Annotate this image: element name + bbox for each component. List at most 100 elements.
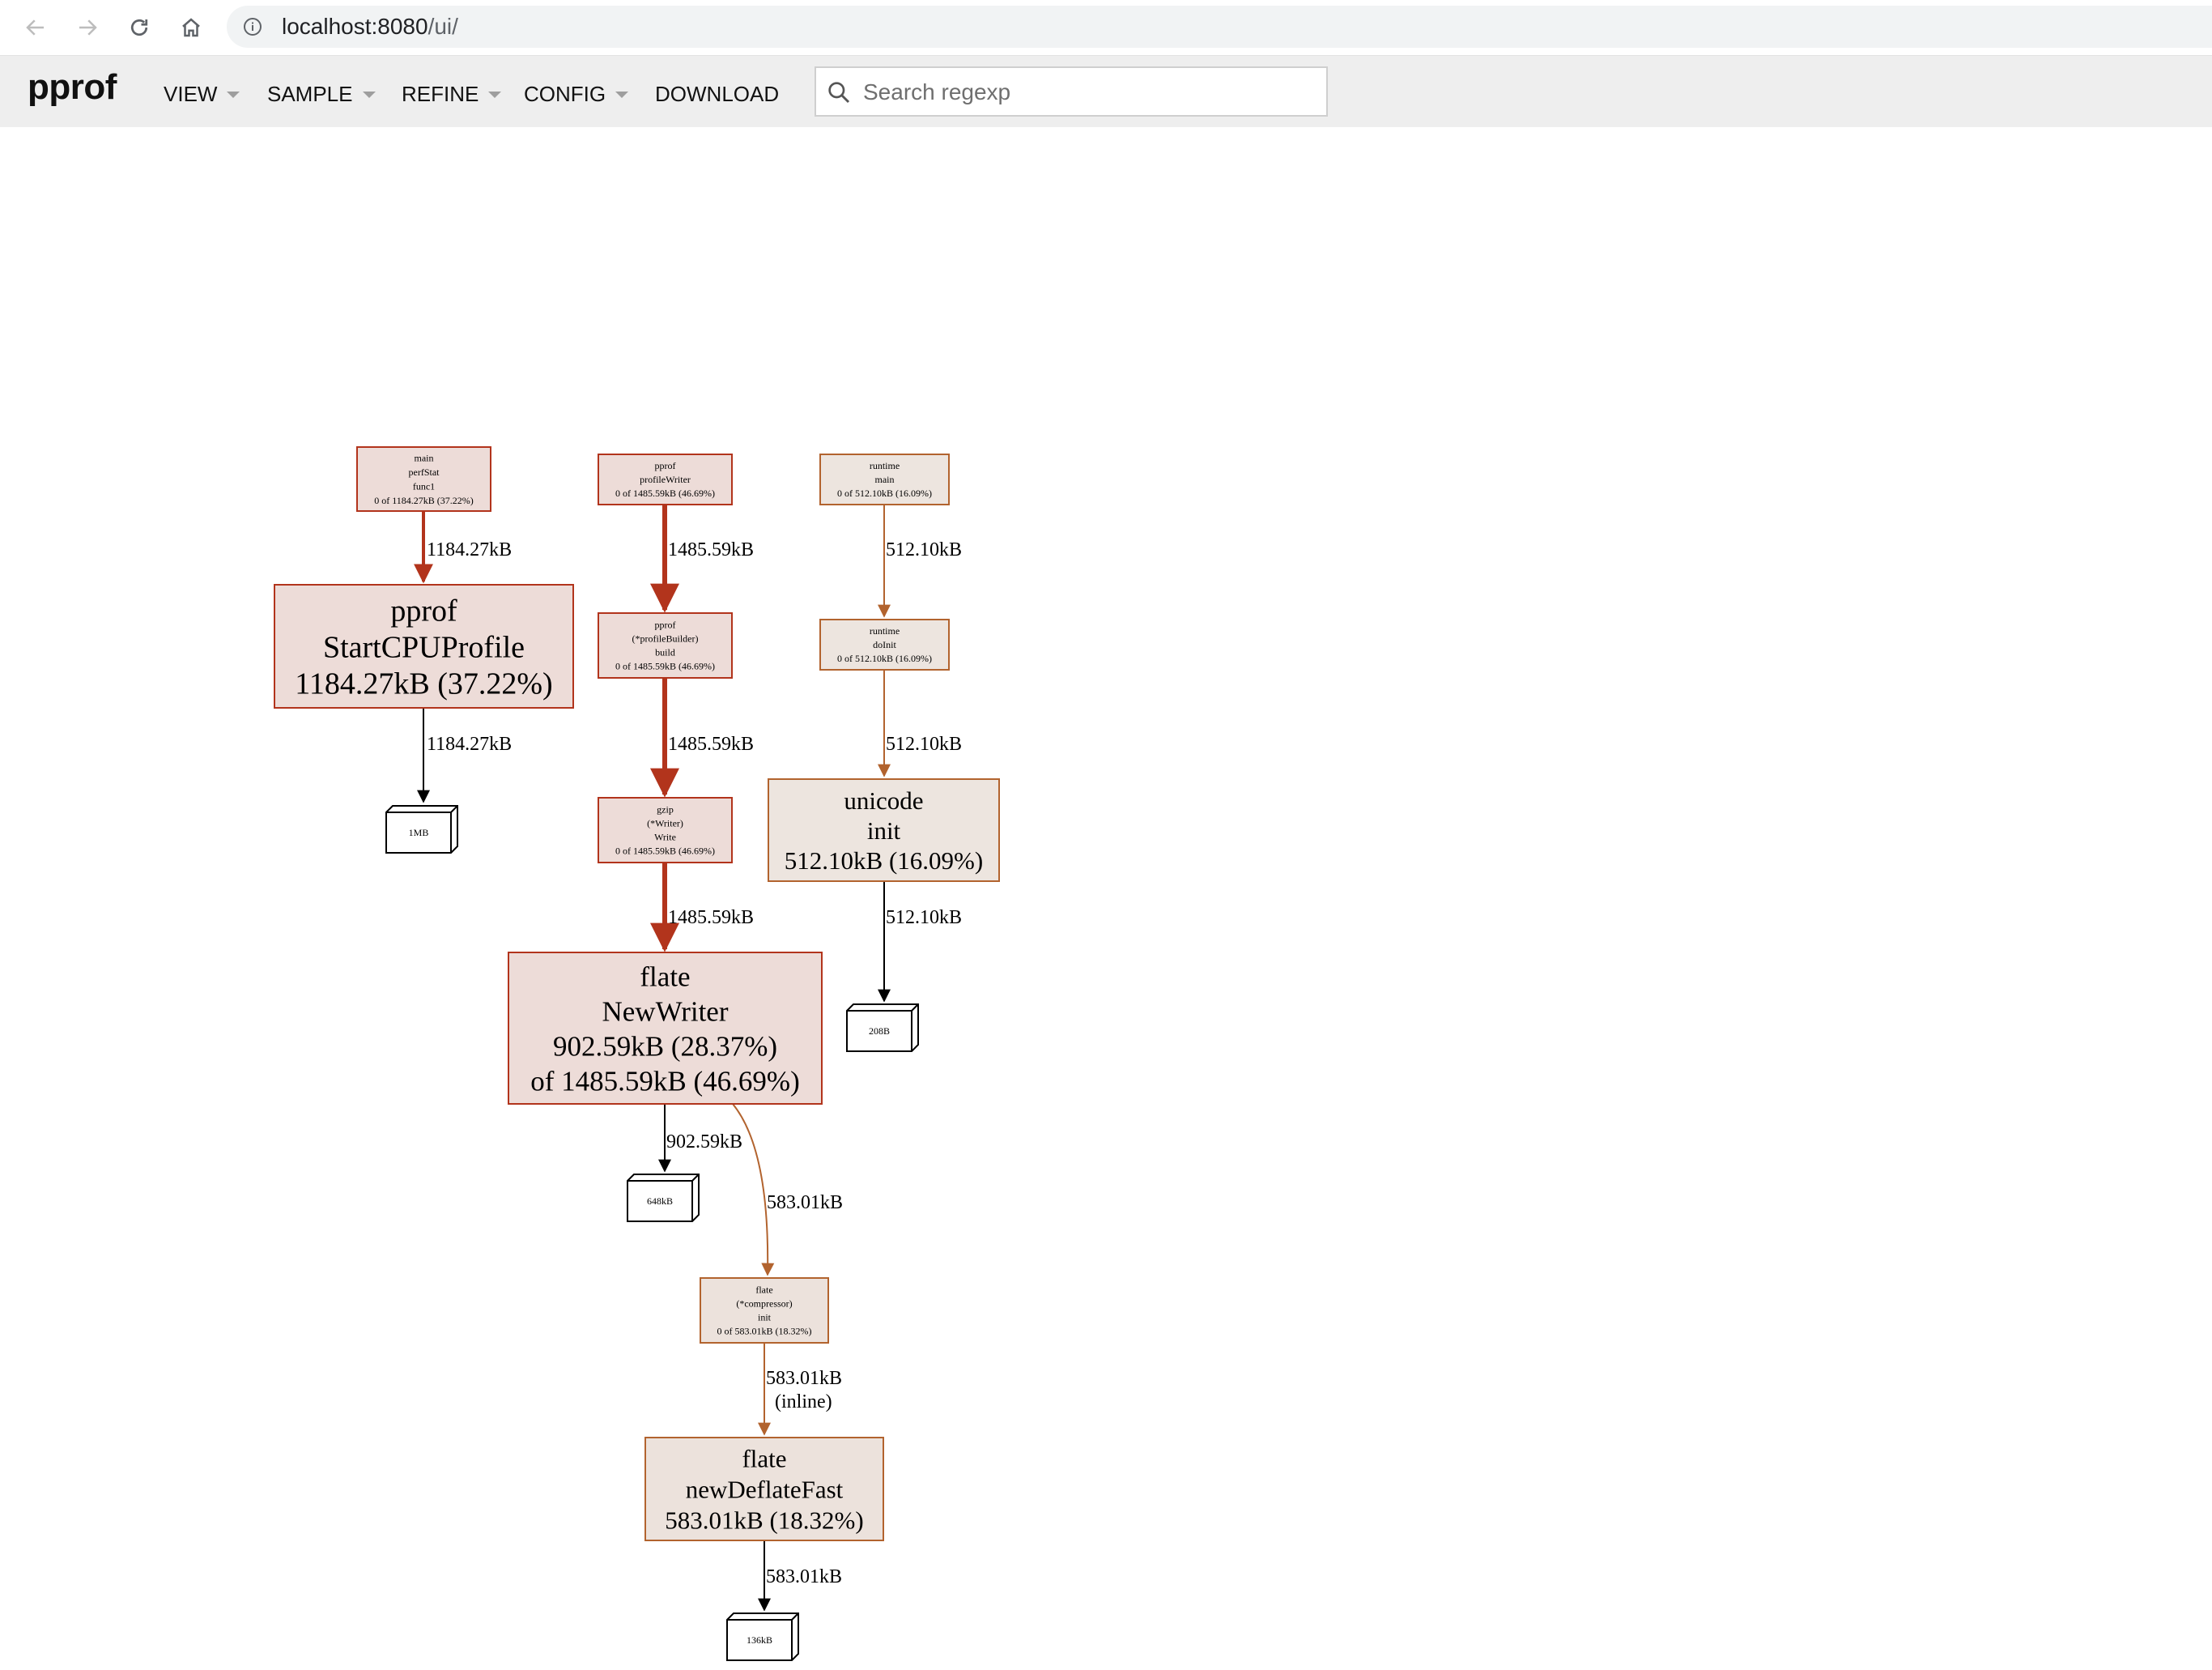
edges-layer: 1184.27kB 1184.27kB 1485.59kB 1485.59kB 1485… — [414, 505, 962, 1612]
graph-edge[interactable]: 583.01kB(inline) — [758, 1343, 842, 1436]
node-label-line: doInit — [873, 639, 896, 650]
url-host: localhost:8080 — [282, 14, 428, 39]
node-label-line: NewWriter — [602, 995, 728, 1027]
home-icon[interactable] — [173, 10, 209, 45]
node-label-line: Write — [654, 832, 676, 843]
allocation-leaf-648kb[interactable]: 648kB — [627, 1174, 700, 1222]
download-menu-label: DOWNLOAD — [655, 82, 780, 106]
node-box — [598, 612, 733, 679]
search-icon — [828, 82, 850, 104]
node-label-line: profileWriter — [640, 474, 691, 485]
cube-edge — [847, 1003, 919, 1051]
graph-edge[interactable]: 902.59kB — [658, 1104, 742, 1173]
config-menu-label: CONFIG — [524, 82, 606, 106]
cube-edge — [386, 805, 458, 853]
edge-label: 512.10kB — [886, 539, 962, 560]
allocation-label: 136kB — [747, 1634, 772, 1646]
edge-label: 1184.27kB — [427, 734, 512, 755]
node-label-line: 583.01kB (18.32%) — [665, 1506, 863, 1534]
node-label-line: flate — [640, 961, 690, 992]
graph-edge[interactable]: 1184.27kB — [414, 511, 512, 584]
pprof-toolbar: pprof VIEW SAMPLE REFINE CONFIG DOWNLOAD — [0, 56, 2212, 127]
edge-line — [732, 1103, 775, 1276]
edge-label: 902.59kB — [666, 1131, 742, 1152]
edge-label: 512.10kB — [886, 907, 962, 928]
cube-edge — [627, 1174, 700, 1221]
node-label-line: runtime — [870, 625, 900, 637]
edge-label: 1184.27kB — [427, 539, 512, 560]
url-text: localhost:8080/ui/ — [282, 14, 458, 40]
graph-edge[interactable]: 512.10kB — [878, 881, 962, 1003]
node-box — [598, 454, 733, 505]
download-menu[interactable]: DOWNLOAD — [655, 82, 779, 107]
graph-edge[interactable]: 583.01kB — [732, 1103, 843, 1276]
edge-label: 1485.59kB — [668, 539, 754, 560]
graph-edge[interactable]: 1485.59kB — [650, 505, 754, 613]
node-box — [768, 778, 1000, 882]
allocation-leaf-1mb[interactable]: 1MB — [385, 805, 458, 854]
search-box[interactable] — [815, 66, 1328, 117]
node-label-line: 0 of 1485.59kB (46.69%) — [615, 488, 715, 499]
refine-menu-label: REFINE — [402, 82, 479, 106]
node-label-line: perfStat — [409, 466, 440, 478]
back-arrow-icon[interactable] — [18, 10, 53, 45]
node-label-line: of 1485.59kB (46.69%) — [530, 1065, 799, 1097]
node-box — [819, 454, 950, 505]
address-bar[interactable]: localhost:8080/ui/ — [227, 6, 2212, 48]
reload-icon[interactable] — [121, 10, 157, 45]
cube-edge — [727, 1612, 799, 1660]
pprof-logo[interactable]: pprof — [28, 67, 117, 107]
sample-menu-label: SAMPLE — [267, 82, 353, 106]
edge-label: 583.01kB — [767, 1192, 843, 1213]
node-label-line: (*profileBuilder) — [632, 633, 699, 645]
info-icon[interactable] — [243, 17, 262, 36]
view-menu[interactable]: VIEW — [164, 82, 240, 107]
node-label-line: 1184.27kB (37.22%) — [295, 667, 552, 701]
node-label-line: main — [875, 474, 895, 485]
cube-outline — [627, 1174, 700, 1222]
node-label-line: 902.59kB (28.37%) — [553, 1030, 777, 1062]
node-label-line: flate — [742, 1444, 786, 1472]
node-label-line: 0 of 1485.59kB (46.69%) — [615, 846, 715, 857]
cube-outline — [385, 805, 458, 854]
sample-menu[interactable]: SAMPLE — [267, 82, 376, 107]
allocation-leaf-208b[interactable]: 208B — [846, 1003, 919, 1052]
cube-outline — [726, 1612, 799, 1661]
node-label-line: 512.10kB (16.09%) — [785, 846, 983, 875]
allocation-leaf-136kb[interactable]: 136kB — [726, 1612, 799, 1661]
refine-menu[interactable]: REFINE — [402, 82, 502, 107]
node-label-line: (*compressor) — [736, 1298, 792, 1310]
node-label-line: pprof — [655, 620, 676, 631]
node-label-line: runtime — [870, 460, 900, 471]
graph-edge[interactable]: 1485.59kB — [650, 678, 754, 798]
graph-edge[interactable]: 512.10kB — [878, 505, 962, 618]
forward-arrow-icon[interactable] — [70, 10, 105, 45]
graph-edge[interactable]: 1485.59kB — [650, 863, 754, 952]
graph-edge[interactable]: 583.01kB — [758, 1540, 842, 1612]
node-label-line: build — [655, 647, 675, 658]
config-menu[interactable]: CONFIG — [524, 82, 629, 107]
graph-edge[interactable]: 1184.27kB — [417, 708, 512, 803]
allocation-label: 648kB — [647, 1195, 673, 1207]
search-input[interactable] — [861, 75, 1318, 110]
node-label-line: gzip — [657, 804, 674, 816]
edge-label: 583.01kB — [766, 1566, 842, 1587]
url-path: /ui/ — [428, 14, 458, 39]
graph-edge[interactable]: 512.10kB — [878, 670, 962, 777]
node-label-line: pprof — [390, 594, 457, 628]
edge-label: 1485.59kB — [668, 734, 754, 755]
edge-label: 583.01kB — [766, 1368, 842, 1389]
